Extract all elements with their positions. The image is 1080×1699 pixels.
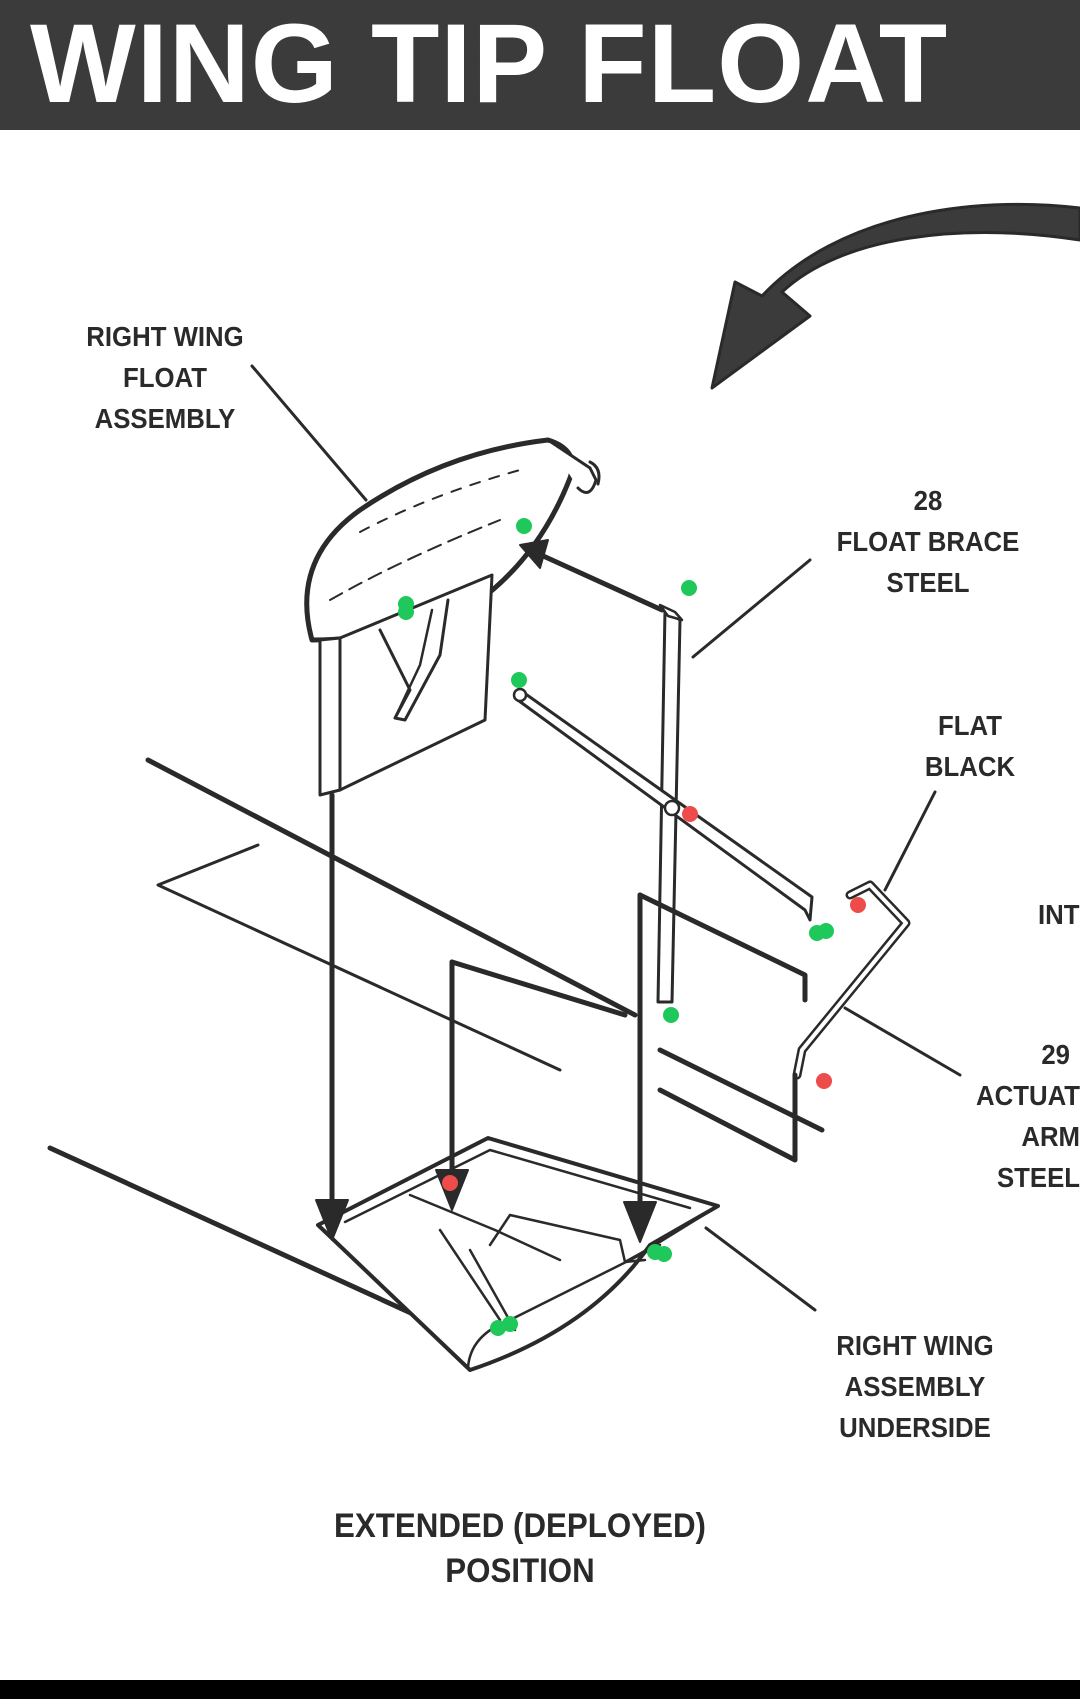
red-marker — [816, 1073, 832, 1089]
label-flat-black: FLAT BLACK — [924, 710, 1016, 782]
label-right-wing-float-assembly: RIGHT WING FLOAT ASSEMBLY — [86, 321, 244, 434]
red-markers — [442, 806, 866, 1191]
green-marker — [511, 672, 527, 688]
rotation-arrow-icon — [710, 202, 1080, 390]
label-right-wing-assembly-underside: RIGHT WING ASSEMBLY UNDERSIDE — [836, 1330, 994, 1443]
title-banner: WING TIP FLOAT — [0, 0, 1080, 130]
wing-underside-tip — [316, 1136, 720, 1372]
green-marker — [656, 1246, 672, 1262]
actuator-arm — [792, 880, 911, 1080]
diagram-caption: EXTENDED (DEPLOYED) POSITION — [334, 1507, 706, 1590]
label-int-partial: INT — [1038, 899, 1080, 930]
green-marker — [663, 1007, 679, 1023]
green-marker — [398, 604, 414, 620]
red-marker — [442, 1175, 458, 1191]
red-marker — [850, 897, 866, 913]
leader-lines — [250, 364, 962, 1312]
green-marker — [681, 580, 697, 596]
label-float-brace: 28 FLOAT BRACE STEEL — [836, 485, 1020, 598]
green-marker — [516, 518, 532, 534]
arrowhead-pylon-down — [315, 1199, 349, 1241]
page-title: WING TIP FLOAT — [30, 1, 949, 126]
green-marker — [502, 1316, 518, 1332]
float-pylon — [318, 573, 494, 797]
motion-arrows — [329, 547, 808, 1213]
arrowhead-brace-down — [623, 1201, 657, 1243]
red-marker — [682, 806, 698, 822]
wing-surface — [47, 757, 825, 1343]
float-brace — [512, 603, 814, 1004]
arrowhead-to-float — [519, 539, 549, 569]
green-markers — [398, 518, 834, 1336]
green-marker — [818, 923, 834, 939]
label-actuator-arm: 29 ACTUAT ARM STEEL — [976, 1039, 1080, 1193]
bottom-bar — [0, 1680, 1080, 1699]
